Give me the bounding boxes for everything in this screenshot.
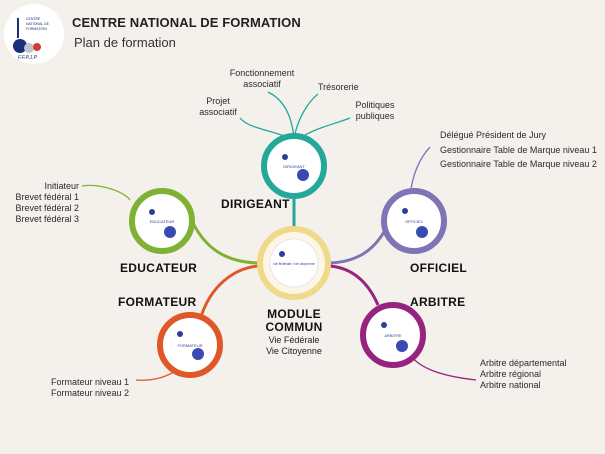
educateur-circle	[129, 188, 195, 254]
logo-line-1: CENTRE	[26, 17, 41, 21]
center-title-line-2: COMMUN	[265, 320, 323, 334]
educateur-badge-dot	[149, 209, 155, 215]
officiel-title: OFFICIEL	[410, 261, 468, 275]
logo-line-2: NATIONAL DE	[26, 22, 50, 26]
educateur-item-3: Brevet fédéral 2	[15, 203, 79, 213]
officiel-badge-text: OFFICIEL	[405, 219, 424, 224]
center-title: MODULE COMMUN	[262, 308, 326, 334]
officiel-badge-dot	[402, 208, 408, 214]
arbitre-badge-dot	[381, 322, 387, 328]
educateur-item-2: Brevet fédéral 1	[15, 192, 79, 202]
center-badge-text: vie fédérale / vie citoyenne	[273, 262, 314, 266]
dirigeant-badge-emblem	[297, 169, 309, 181]
arbitre-item-1: Arbitre départemental	[480, 358, 567, 368]
center-title-line-1: MODULE	[267, 307, 321, 321]
connector-formateur	[198, 264, 259, 321]
educateur-item-4: Brevet fédéral 3	[15, 214, 79, 224]
logo-graphic: CENTRE NATIONAL DE FORMATION F.F.P.J.P	[13, 17, 50, 61]
leaf-line-dirigeant-4	[299, 117, 351, 139]
center-item-2: Vie Citoyenne	[266, 346, 322, 356]
officiel-badge-emblem	[416, 226, 428, 238]
center-item-1: Vie Fédérale	[268, 335, 320, 345]
officiel-circle	[381, 188, 447, 254]
leaf-line-dirigeant-2	[293, 93, 319, 139]
dirigeant-item-3: Projet associatif	[199, 96, 237, 117]
dirigeant-circle	[261, 133, 327, 199]
educateur-title: EDUCATEUR	[120, 261, 198, 275]
formateur-items: Formateur niveau 1 Formateur niveau 2	[51, 377, 129, 399]
formateur-badge-text: FORMATEUR	[177, 343, 202, 348]
dirigeant-item-4: Politiques publiques	[355, 100, 395, 121]
page-title: CENTRE NATIONAL DE FORMATION	[72, 15, 301, 30]
dirigeant-badge-dot	[282, 154, 288, 160]
leaf-line-dirigeant-1	[267, 91, 295, 139]
connector-officiel	[329, 231, 386, 265]
educateur-item-1: Initiateur	[44, 181, 79, 191]
arbitre-badge-emblem	[396, 340, 408, 352]
arbitre-item-2: Arbitre régional	[480, 369, 542, 379]
leaf-line-educateur	[81, 184, 131, 201]
formateur-badge-emblem	[192, 348, 204, 360]
formateur-item-2: Formateur niveau 2	[51, 388, 130, 398]
arbitre-title: ARBITRE	[410, 295, 466, 309]
officiel-item-3: Gestionnaire Table de Marque niveau 2	[440, 159, 597, 169]
educateur-badge-text: EDUCATEUR	[150, 219, 175, 224]
arbitre-item-3: Arbitre national	[480, 380, 541, 390]
educateur-items: Initiateur Brevet fédéral 1 Brevet fédér…	[15, 181, 79, 225]
center-items: Vie Fédérale Vie Citoyenne	[254, 335, 334, 357]
center-badge-dot	[279, 251, 285, 257]
dirigeant-item-2: Trésorerie	[318, 82, 359, 92]
dirigeant-title: DIRIGEANT	[221, 197, 290, 211]
dirigeant-item-1: Fonctionnement associatif	[229, 68, 295, 89]
educateur-badge-emblem	[164, 226, 176, 238]
officiel-item-2: Gestionnaire Table de Marque niveau 1	[440, 144, 597, 155]
formateur-title: FORMATEUR	[118, 295, 197, 309]
connector-arbitre	[329, 264, 380, 306]
ffpjp-logo: CENTRE NATIONAL DE FORMATION F.F.P.J.P	[4, 4, 64, 64]
page-subtitle: Plan de formation	[74, 35, 176, 50]
arbitre-circle	[360, 302, 426, 368]
leaf-line-dirigeant-3	[239, 117, 291, 139]
formateur-badge-dot	[177, 331, 183, 337]
logo-line-3: FORMATION	[26, 27, 47, 31]
formateur-item-1: Formateur niveau 1	[51, 377, 130, 387]
officiel-items: Délégué Président de Jury Gestionnaire T…	[440, 128, 597, 172]
officiel-item-1: Délégué Président de Jury	[440, 130, 547, 140]
formateur-circle	[157, 312, 223, 378]
dirigeant-badge-text: DIRIGEANT	[283, 164, 305, 169]
logo-acronym: F.F.P.J.P	[18, 55, 38, 61]
arbitre-badge-text: ARBITRE	[384, 333, 402, 338]
connector-educateur	[190, 220, 259, 265]
leaf-line-arbitre	[409, 354, 477, 381]
arbitre-items: Arbitre départemental Arbitre régional A…	[480, 358, 567, 391]
